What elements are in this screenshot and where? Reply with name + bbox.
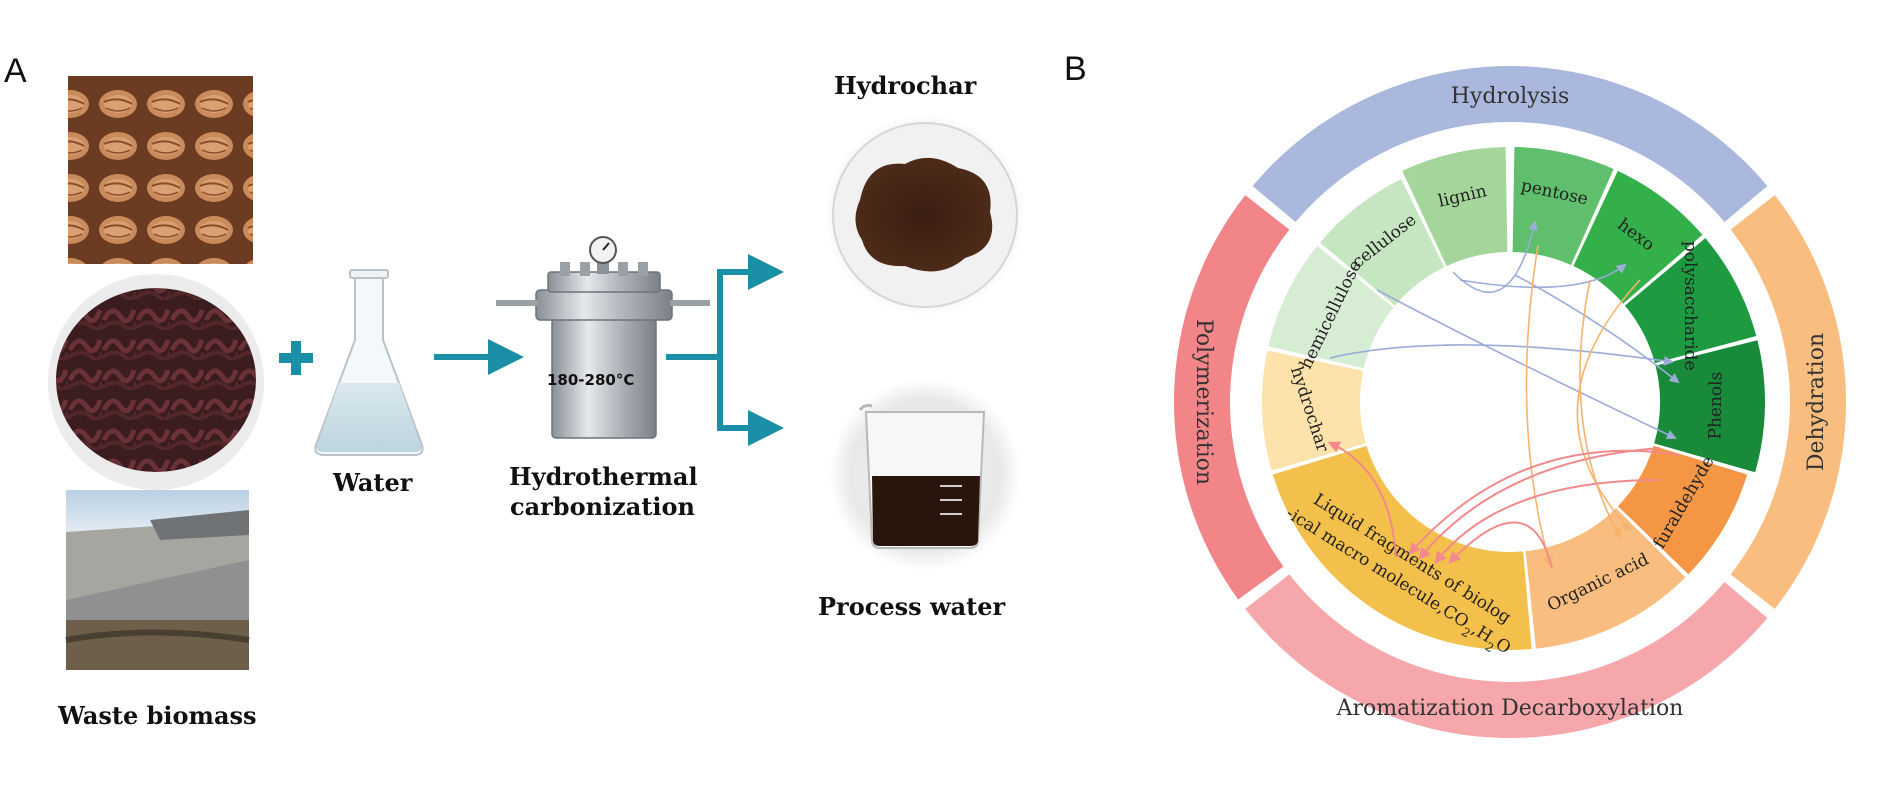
reaction-arrow-red-11 <box>1448 521 1553 569</box>
segment-hemicellulose <box>1268 245 1394 369</box>
segment-liquid <box>1272 445 1532 650</box>
process-water-beaker-image <box>829 379 1021 571</box>
sludge-tank-image <box>65 490 250 670</box>
waste-biomass-label: Waste biomass <box>57 701 257 730</box>
reaction-arrow-blue-3 <box>1459 263 1627 289</box>
htc-label-line2: carbonization <box>510 492 695 521</box>
segment-hydrochar <box>1262 350 1366 471</box>
panel-a-letter: A <box>4 52 27 90</box>
reaction-arrow-red-10 <box>1434 479 1661 564</box>
seaweed-image <box>48 274 264 490</box>
segment-furaldehyde <box>1617 445 1748 575</box>
outer-label-hydrolysis: Hydrolysis <box>1451 84 1570 109</box>
segment-cellulose <box>1320 179 1445 306</box>
reaction-arrow-orange-6 <box>1579 279 1621 539</box>
reaction-arrow-red-8 <box>1327 441 1397 558</box>
reaction-arrow-blue-2 <box>1452 220 1539 293</box>
reaction-arrow-red-12 <box>1408 449 1681 555</box>
segment-label-polysaccharide: polysaccharide <box>1680 241 1700 371</box>
reaction-arrow-orange-5 <box>1525 244 1553 567</box>
panel-b-letter: B <box>1064 50 1087 88</box>
hydrochar-title: Hydrochar <box>834 71 977 100</box>
branch-arrow <box>666 254 784 446</box>
hydrochar-plate-image <box>825 115 1025 315</box>
reaction-arrow-blue-1 <box>1376 289 1677 440</box>
htc-label-line1: Hydrothermal <box>509 462 698 491</box>
water-label: Water <box>332 468 413 497</box>
reaction-arrow-blue-0 <box>1329 344 1674 366</box>
segment-phenols <box>1654 340 1766 473</box>
temperature-label: 180-280°C <box>547 371 634 389</box>
reaction-arrow-orange-7 <box>1576 279 1641 532</box>
segment-lignin <box>1402 147 1508 267</box>
outer-arc-polymerization <box>1174 195 1290 600</box>
almond-shells-image <box>68 76 253 264</box>
reactor-icon <box>496 236 710 439</box>
reaction-arrow-red-9 <box>1418 447 1661 560</box>
outer-label-polymerization: Polymerization <box>1191 319 1216 485</box>
water-flask-icon <box>314 269 424 456</box>
process-water-label: Process water <box>818 592 1006 621</box>
plus-icon <box>279 341 313 375</box>
outer-arc-dehydration <box>1730 195 1846 609</box>
segment-pentose <box>1512 147 1614 265</box>
outer-label-aromatization: Aromatization Decarboxylation <box>1336 696 1684 721</box>
segment-organic-acid <box>1525 508 1686 649</box>
outer-label-dehydration: Dehydration <box>1804 333 1829 471</box>
segment-hexo <box>1573 170 1703 304</box>
reaction-arrow-blue-4 <box>1514 274 1680 384</box>
outer-arc-hydrolysis <box>1252 65 1768 223</box>
segment-label-phenols: Phenols <box>1705 372 1726 440</box>
segment-polysaccharide <box>1624 238 1757 364</box>
outer-arc-aromatization <box>1245 574 1768 738</box>
